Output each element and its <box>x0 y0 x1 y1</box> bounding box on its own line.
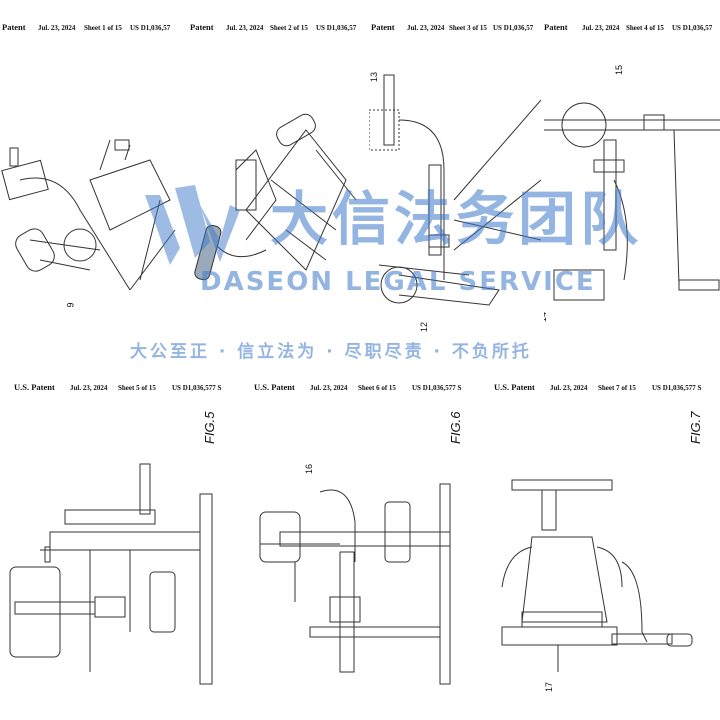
date-label: Jul. 23, 2024 <box>310 384 348 392</box>
ref-numeral-15: 15 <box>614 64 625 76</box>
ref-numeral-9: 9 <box>65 302 76 308</box>
date-label: Jul. 23, 2024 <box>582 24 620 32</box>
ref-numeral-12: 12 <box>419 321 430 333</box>
sheet-label: Sheet 5 of 15 <box>118 384 156 392</box>
patent-number: US D1,036,57 <box>493 24 534 32</box>
machine-drawing-fig5 <box>9 463 213 685</box>
sheet-5: U.S. Patent Jul. 23, 2024 Sheet 5 of 15 … <box>0 372 238 720</box>
machine-drawing-fig4 <box>544 102 720 301</box>
sheet-label: Sheet 3 of 15 <box>449 24 487 32</box>
patent-number: US D1,036,577 S <box>652 384 702 392</box>
date-label: Jul. 23, 2024 <box>550 384 588 392</box>
sheet-label: Sheet 1 of 15 <box>84 24 122 32</box>
patent-number: US D1,036,57 <box>316 24 357 32</box>
machine-drawing-fig1 <box>1 139 176 291</box>
date-label: Jul. 23, 2024 <box>407 24 445 32</box>
date-label: Jul. 23, 2024 <box>70 384 108 392</box>
patent-number: US D1,036,577 S <box>412 384 462 392</box>
ref-numeral-16: 16 <box>304 463 315 475</box>
patent-label: Patent <box>190 22 214 32</box>
sheet-2: Patent Jul. 23, 2024 Sheet 2 of 15 US D1… <box>186 0 366 370</box>
sheet-4: Patent Jul. 23, 2024 Sheet 4 of 15 US D1… <box>544 0 720 370</box>
patent-number: US D1,036,577 S <box>172 384 222 392</box>
patent-label: Patent <box>2 22 26 32</box>
date-label: Jul. 23, 2024 <box>38 24 76 32</box>
patent-number: US D1,036,57 <box>672 24 713 32</box>
sheet-1: Patent Jul. 23, 2024 Sheet 1 of 15 US D1… <box>0 0 183 370</box>
patent-label: U.S. Patent <box>254 382 295 392</box>
patent-number: US D1,036,57 <box>130 24 171 32</box>
ref-numeral-14: 14 <box>544 311 549 323</box>
patent-label: U.S. Patent <box>494 382 535 392</box>
machine-drawing-fig7 <box>501 479 693 672</box>
machine-drawing-fig2 <box>194 113 357 281</box>
ref-numeral-17: 17 <box>544 681 555 693</box>
date-label: Jul. 23, 2024 <box>226 24 264 32</box>
sheet-7: U.S. Patent Jul. 23, 2024 Sheet 7 of 15 … <box>482 372 720 720</box>
sheet-6: U.S. Patent Jul. 23, 2024 Sheet 6 of 15 … <box>240 372 480 720</box>
patent-label: Patent <box>371 22 395 32</box>
sheet-3: Patent Jul. 23, 2024 Sheet 3 of 15 US D1… <box>369 0 541 370</box>
machine-drawing-fig3 <box>369 74 541 306</box>
patent-label: Patent <box>544 22 568 32</box>
sheet-label: Sheet 7 of 15 <box>598 384 636 392</box>
machine-drawing-fig6 <box>259 483 451 685</box>
ref-numeral-13: 13 <box>369 71 380 83</box>
sheet-label: Sheet 6 of 15 <box>358 384 396 392</box>
sheet-label: Sheet 2 of 15 <box>270 24 308 32</box>
sheet-label: Sheet 4 of 15 <box>626 24 664 32</box>
patent-label: U.S. Patent <box>14 382 55 392</box>
